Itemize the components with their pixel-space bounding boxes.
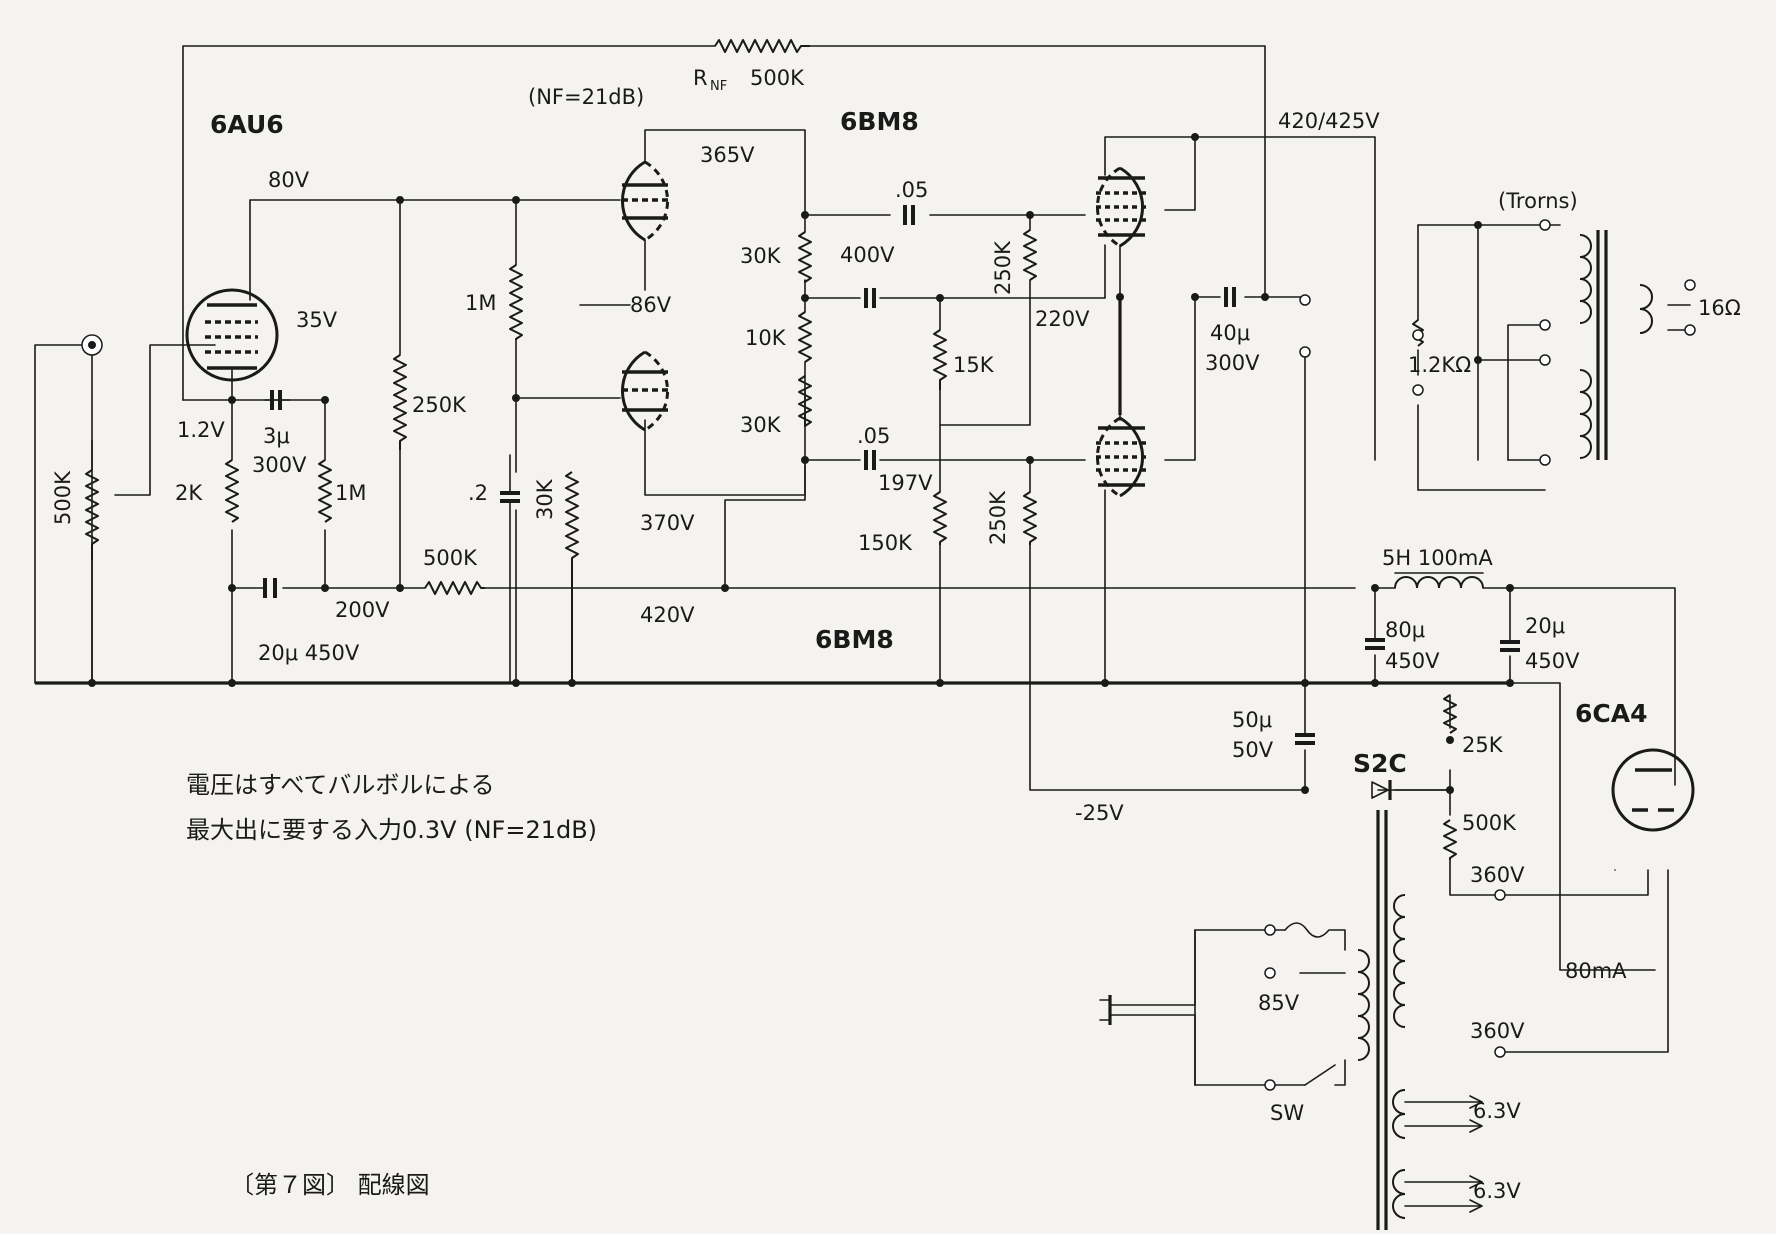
label-150k: 150K [858, 531, 913, 555]
power-plug-icon [1099, 929, 1196, 1086]
voltage-neg25v: -25V [1075, 801, 1124, 825]
tube-label-6bm8-a: 6BM8 [840, 107, 919, 136]
label-2k: 2K [175, 481, 203, 505]
label-switch: SW [1270, 1101, 1304, 1125]
label-50u-voltage: 50V [1232, 738, 1274, 762]
label-500k-volume: 500K [51, 470, 75, 525]
label-30k-c: 30K [740, 413, 782, 437]
label-3u-voltage: 300V [252, 453, 307, 477]
output-transformer [1544, 224, 1653, 460]
voltage-35v: 35V [296, 308, 338, 332]
label-c-0-05-b: .05 [857, 424, 890, 448]
label-choke: 5H 100mA [1382, 546, 1493, 570]
label-80u-voltage: 450V [1385, 649, 1440, 673]
note-line-1: 電圧はすべてバルボルによる [186, 771, 495, 799]
label-500k-bias: 500K [1462, 811, 1517, 835]
label-20u-450v: 20μ 450V [258, 641, 360, 665]
voltage-420v: 420V [640, 603, 695, 627]
tube-6au6-symbol [185, 288, 279, 382]
tube-label-6au6: 6AU6 [210, 110, 284, 139]
rnf-label: R [693, 66, 708, 90]
voltage-6-3v-b: 6.3V [1473, 1179, 1521, 1203]
label-1m-a: 1M [335, 481, 366, 505]
label-15k: 15K [953, 353, 995, 377]
tube-6bm8-a-triode2-symbol [621, 350, 669, 432]
label-250k-c: 250K [986, 490, 1010, 545]
terminals [1264, 219, 1696, 1091]
voltage-365v: 365V [700, 143, 755, 167]
voltage-86v: 86V [630, 293, 672, 317]
label-diode-s2c: S2C [1353, 749, 1407, 778]
label-3u: 3μ [263, 424, 290, 448]
label-20u-b-voltage: 450V [1525, 649, 1580, 673]
tube-6bm8-a-triode-symbol [621, 160, 669, 242]
label-c-0-05-a: .05 [895, 178, 928, 202]
input-jack-icon [81, 334, 103, 356]
voltage-200v: 200V [335, 598, 390, 622]
label-10k: 10K [745, 326, 787, 350]
label-1m-b: 1M [465, 291, 496, 315]
tube-6bm8-b-pentode2-symbol [1096, 416, 1148, 498]
voltage-420-425v: 420/425V [1278, 109, 1380, 133]
figure-caption: 〔第７図〕 配線図 [230, 1171, 430, 1199]
label-30k-a: 30K [533, 478, 557, 520]
voltage-labels: 80V 35V 1.2V 365V 86V 370V 400V 420/425V… [177, 109, 1525, 1203]
label-250k-b: 250K [991, 240, 1015, 295]
label-50u: 50μ [1232, 708, 1272, 732]
voltage-6-3v-a: 6.3V [1473, 1099, 1521, 1123]
voltage-370v: 370V [640, 511, 695, 535]
power-switch-symbol [1304, 1064, 1336, 1086]
label-16-ohm: 16Ω [1698, 296, 1741, 320]
label-80u: 80μ [1385, 618, 1425, 642]
label-c-0-2: .2 [468, 481, 488, 505]
voltage-360v-a: 360V [1470, 863, 1525, 887]
label-40u-voltage: 300V [1205, 351, 1260, 375]
label-500k-decoupling: 500K [423, 546, 478, 570]
label-output-transformer: (Trorns) [1498, 189, 1578, 213]
voltage-1-2v: 1.2V [177, 418, 225, 442]
tube-label-6bm8-b: 6BM8 [815, 625, 894, 654]
rnf-value: 500K [750, 66, 805, 90]
junction-dots [88, 133, 1514, 794]
tube-6ca4-rectifier-symbol [1611, 748, 1695, 832]
choke-coil [1394, 572, 1484, 589]
rnf-subscript: NF [710, 79, 727, 94]
tube-labels: 6AU6 6BM8 6BM8 6CA4 [210, 107, 1648, 728]
label-1-2k-ohm: 1.2KΩ [1408, 353, 1471, 377]
diode-s2c-symbol [1371, 780, 1392, 800]
tube-6bm8-b-pentode-symbol [1096, 166, 1148, 248]
capacitors [263, 205, 1520, 745]
label-20u-b: 20μ [1525, 614, 1565, 638]
voltage-220v: 220V [1035, 307, 1090, 331]
voltage-85v: 85V [1258, 991, 1300, 1015]
fuse-symbol [1284, 922, 1330, 938]
voltage-400v: 400V [840, 243, 895, 267]
label-25k: 25K [1462, 733, 1504, 757]
tube-label-6ca4: 6CA4 [1575, 699, 1648, 728]
voltage-197v: 197V [878, 471, 933, 495]
feedback-label: R NF 500K (NF=21dB) [528, 66, 805, 109]
nf-db-label: (NF=21dB) [528, 85, 644, 109]
note-line-2: 最大出に要する入力0.3V (NF=21dB) [186, 816, 597, 844]
notes: 電圧はすべてバルボルによる 最大出に要する入力0.3V (NF=21dB) [186, 771, 597, 844]
voltage-80v: 80V [268, 168, 310, 192]
label-30k-b: 30K [740, 244, 782, 268]
label-250k-a: 250K [412, 393, 467, 417]
component-labels: 500K 2K 3μ 300V 1M 20μ 450V 250K 500K 1M… [51, 178, 1741, 1125]
label-80ma: 80mA [1565, 959, 1627, 983]
power-transformer [1357, 810, 1483, 1230]
resistors [85, 39, 1457, 860]
voltage-360v-b: 360V [1470, 1019, 1525, 1043]
label-40u: 40μ [1210, 321, 1250, 345]
